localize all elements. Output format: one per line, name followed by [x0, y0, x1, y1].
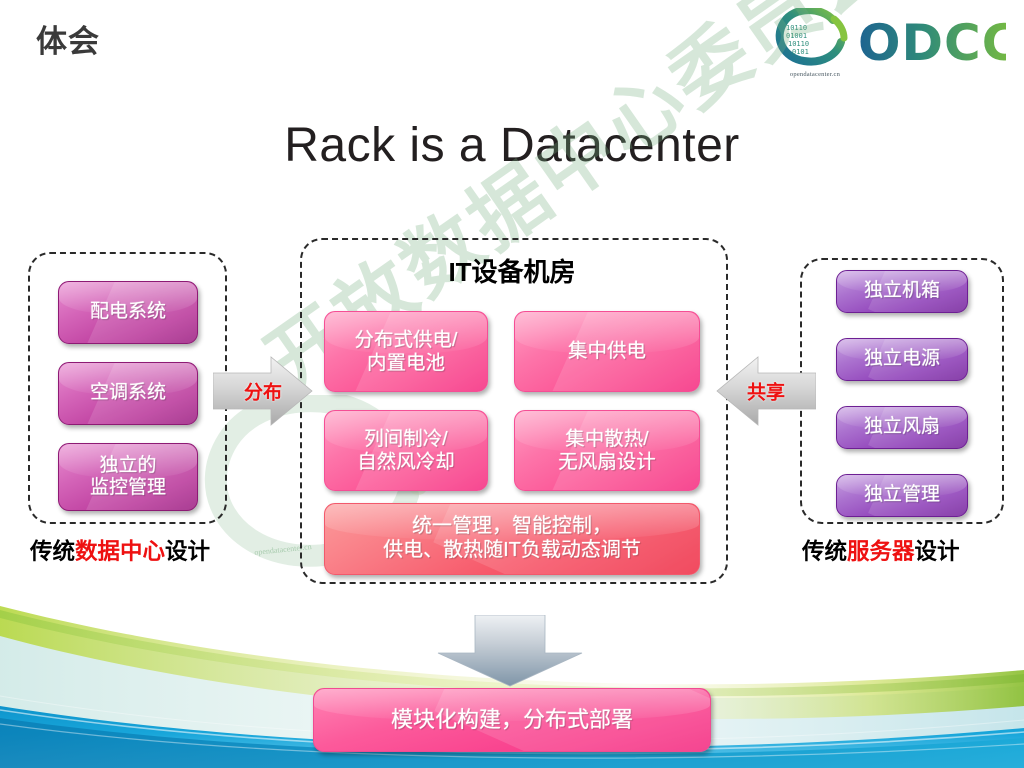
bottom-conclusion-label: 模块化构建，分布式部署 [390, 707, 633, 733]
center-item-label: 列间制冷/自然风冷却 [357, 427, 455, 473]
arrow-down-pointing [430, 614, 590, 687]
main-heading: Rack is a Datacenter [284, 119, 740, 172]
svg-text:0101: 0101 [792, 48, 809, 56]
center-dashed-panel [300, 238, 728, 584]
right-caption-highlight: 服务器 [847, 539, 915, 564]
right-item-label: 独立电源 [863, 348, 940, 370]
right-item-fan[interactable]: 独立风扇 [836, 406, 968, 449]
right-caption-suffix: 设计 [914, 539, 960, 564]
right-item-psu[interactable]: 独立电源 [836, 338, 968, 381]
right-item-label: 独立机箱 [863, 280, 940, 302]
center-item-label: 集中散热/无风扇设计 [558, 427, 656, 473]
left-item-hvac[interactable]: 空调系统 [58, 362, 198, 425]
left-caption-highlight: 数据中心 [75, 539, 166, 564]
left-panel-caption: 传统数据中心设计 [30, 534, 210, 566]
right-caption-prefix: 传统 [802, 539, 848, 564]
arrow-right-pointing-distribute: 分布 [212, 355, 313, 427]
center-summary-label: 统一管理，智能控制，供电、散热随IT负载动态调节 [383, 515, 641, 561]
left-item-label: 空调系统 [89, 382, 166, 404]
center-item-label: 分布式供电/内置电池 [354, 328, 458, 374]
center-summary-box[interactable]: 统一管理，智能控制，供电、散热随IT负载动态调节 [324, 503, 700, 575]
center-item-central-power[interactable]: 集中供电 [514, 311, 700, 392]
left-caption-suffix: 设计 [165, 539, 211, 564]
center-panel-heading: IT设备机房 [448, 257, 576, 287]
odcc-wordmark: ODCC [858, 14, 1006, 72]
right-item-chassis[interactable]: 独立机箱 [836, 270, 968, 313]
bottom-conclusion-box[interactable]: 模块化构建，分布式部署 [313, 688, 711, 752]
arrow-left-pointing-share: 共享 [716, 355, 817, 427]
odcc-logo-subtitle: opendatacenter.cn [789, 71, 841, 78]
arrow-right-label: 共享 [746, 382, 785, 404]
center-item-label: 集中供电 [567, 340, 646, 362]
page-title: 体会 [36, 24, 100, 59]
center-item-central-cooling[interactable]: 集中散热/无风扇设计 [514, 410, 700, 491]
center-item-inrow-cooling[interactable]: 列间制冷/自然风冷却 [324, 410, 488, 491]
svg-text:ODCC: ODCC [858, 14, 1006, 72]
arrow-left-label: 分布 [243, 382, 282, 404]
right-item-label: 独立风扇 [863, 416, 940, 438]
svg-text:01001: 01001 [786, 32, 807, 40]
right-panel-caption: 传统服务器设计 [802, 534, 960, 566]
right-item-management[interactable]: 独立管理 [836, 474, 968, 517]
odcc-logo-mark-icon: 10110 01001 10110 0101 opendatacenter.cn [770, 6, 852, 80]
left-item-power-distribution[interactable]: 配电系统 [58, 281, 198, 344]
odcc-logo: 10110 01001 10110 0101 opendatacenter.cn… [770, 6, 1006, 80]
right-item-label: 独立管理 [863, 484, 940, 506]
left-item-label: 配电系统 [89, 301, 166, 323]
left-caption-prefix: 传统 [30, 539, 76, 564]
left-item-label: 独立的监控管理 [89, 454, 166, 498]
left-item-monitoring[interactable]: 独立的监控管理 [58, 443, 198, 511]
center-item-distributed-power[interactable]: 分布式供电/内置电池 [324, 311, 488, 392]
svg-text:10110: 10110 [788, 40, 809, 48]
svg-text:10110: 10110 [786, 24, 807, 32]
